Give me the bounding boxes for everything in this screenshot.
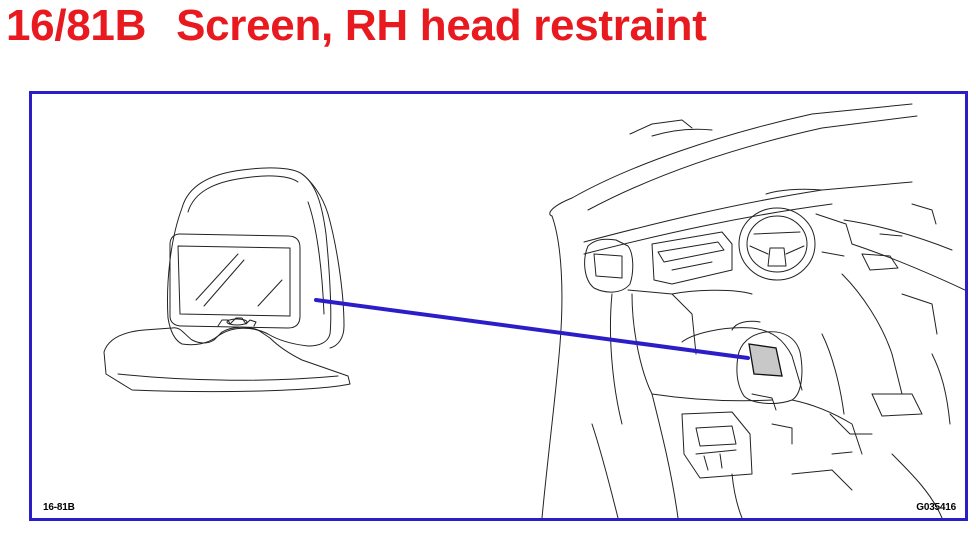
highlighted-screen-location bbox=[748, 343, 783, 377]
leader-line bbox=[314, 298, 750, 360]
graphic-id: G035416 bbox=[916, 502, 956, 513]
head-restraint-drawing bbox=[103, 167, 351, 393]
page-title: 16/81B Screen, RH head restraint bbox=[6, 0, 707, 56]
illustration bbox=[103, 103, 965, 518]
section-title: Screen, RH head restraint bbox=[176, 1, 707, 50]
vehicle-interior-drawing bbox=[541, 103, 965, 518]
section-code: 16/81B bbox=[6, 1, 147, 50]
figure-reference: 16-81B bbox=[43, 502, 75, 513]
diagram-frame: 16-81B G035416 bbox=[29, 91, 968, 521]
